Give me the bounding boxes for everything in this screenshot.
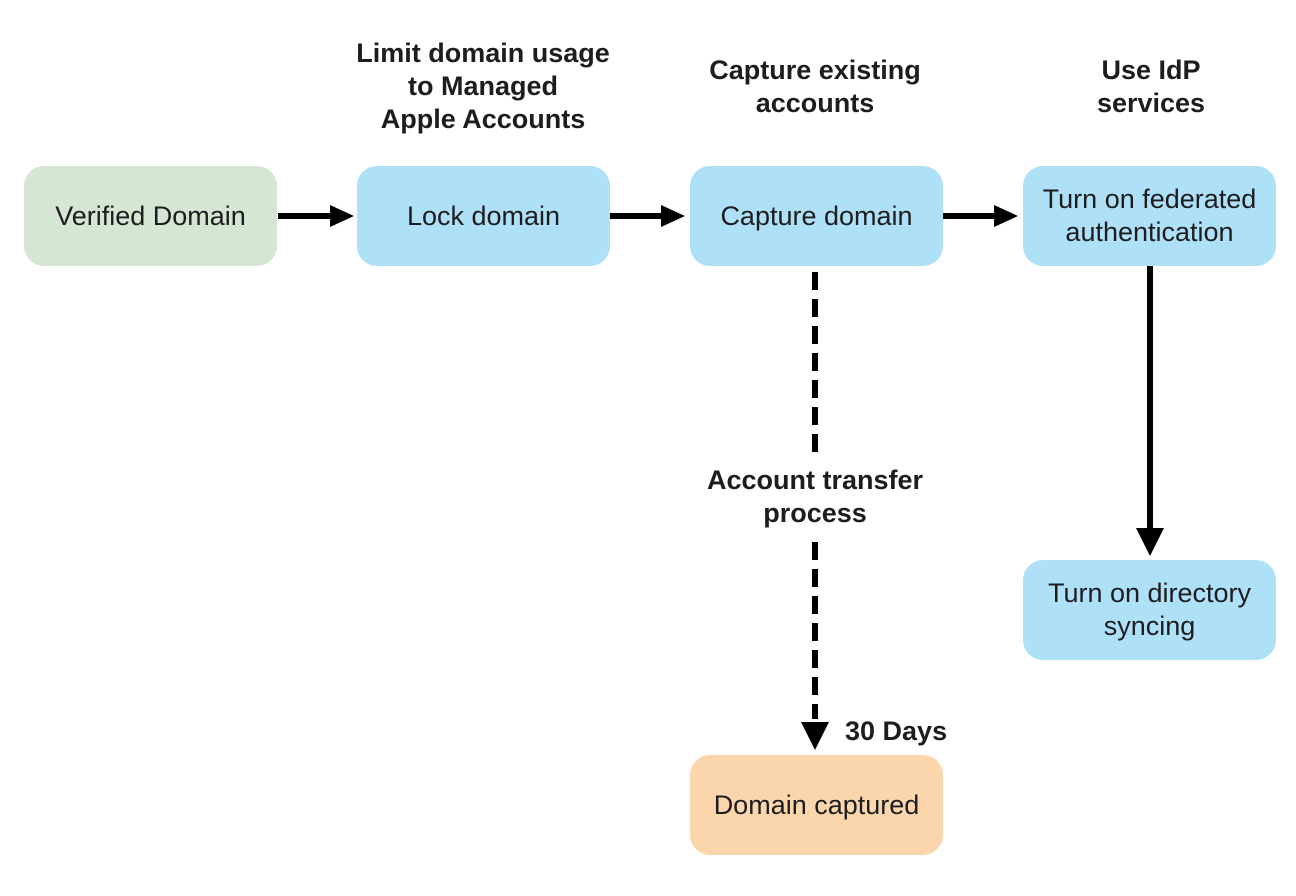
- node-turn-on-directory-syncing: Turn on directory syncing: [1023, 560, 1276, 660]
- edge-label-line: process: [763, 498, 867, 528]
- edge-label-line: Account transfer: [706, 465, 924, 495]
- node-label: Verified Domain: [55, 200, 246, 231]
- edge-label-account-transfer: Account transfer process: [665, 464, 965, 530]
- caption-line: services: [1096, 88, 1206, 118]
- node-label: Lock domain: [406, 200, 561, 231]
- arrow-lock-to-capture: [609, 205, 685, 227]
- node-lock-domain: Lock domain: [357, 166, 610, 266]
- caption-line: Apple Accounts: [380, 104, 586, 134]
- caption-line: accounts: [755, 88, 875, 118]
- node-label: Turn on federated authentication: [1042, 184, 1257, 247]
- caption-line: Use IdP: [1101, 55, 1201, 85]
- caption-line: to Managed: [407, 71, 558, 101]
- node-label: Turn on directory syncing: [1047, 578, 1252, 641]
- edge-label-30-days: 30 Days: [845, 716, 948, 746]
- caption-line: Limit domain usage: [356, 38, 610, 68]
- arrow-capture-to-federated: [942, 205, 1018, 227]
- node-verified-domain: Verified Domain: [24, 166, 277, 266]
- node-label: Capture domain: [720, 200, 913, 231]
- caption-capture-domain: Capture existing accounts: [665, 54, 965, 120]
- caption-line: Capture existing: [709, 55, 921, 85]
- arrow-verified-to-lock: [278, 205, 354, 227]
- node-turn-on-federated-authentication: Turn on federated authentication: [1023, 166, 1276, 266]
- arrow-federated-to-syncing: [1136, 266, 1164, 556]
- caption-use-idp-services: Use IdP services: [1001, 54, 1296, 120]
- node-capture-domain: Capture domain: [690, 166, 943, 266]
- node-domain-captured: Domain captured: [690, 755, 943, 855]
- caption-lock-domain: Limit domain usage to Managed Apple Acco…: [333, 37, 633, 136]
- node-label: Domain captured: [713, 789, 920, 820]
